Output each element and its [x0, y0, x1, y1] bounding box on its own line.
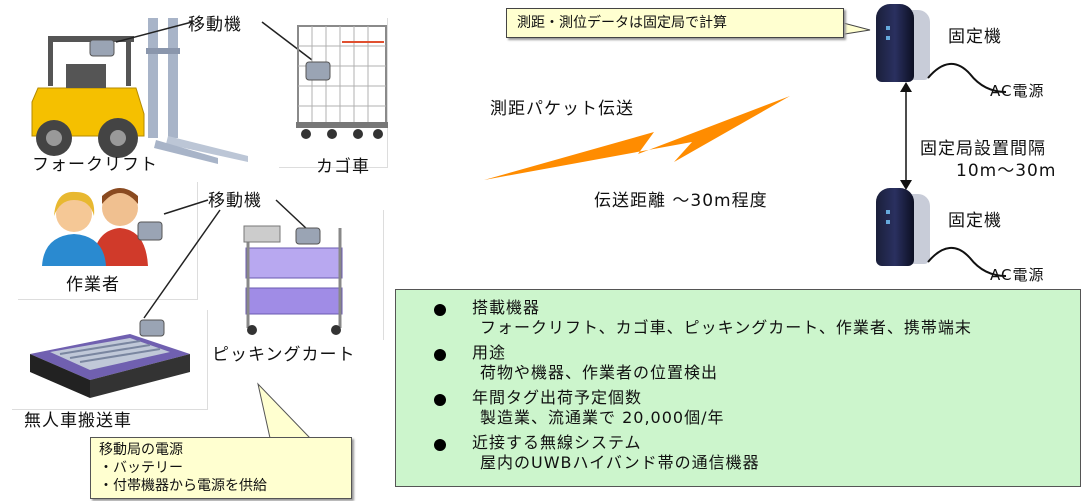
- picking-cart-frame: [226, 210, 384, 340]
- ranging-packet-label: 測距パケット伝送: [490, 99, 634, 119]
- info-item: 年間タグ出荷予定個数 製造業、流通業で 20,000個/年: [420, 388, 1080, 428]
- info-item: 近接する無線システム 屋内のUWBハイバンド帯の通信機器: [420, 433, 1080, 473]
- agv-label: 無人車搬送車: [24, 411, 132, 431]
- info-item-body: 製造業、流通業で 20,000個/年: [480, 408, 725, 427]
- bullet-icon: [434, 439, 446, 451]
- fixed-station-2: [866, 188, 930, 266]
- info-item-body: 屋内のUWBハイバンド帯の通信機器: [480, 453, 760, 472]
- info-item-head: 搭載機器: [472, 298, 541, 317]
- forklift-image: [31, 18, 248, 164]
- pointer-line-cart: [261, 21, 313, 61]
- distance-label: 伝送距離 〜30m程度: [594, 191, 768, 211]
- ac-cable-1: [927, 63, 1007, 93]
- power-note-line1: ・バッテリー: [99, 460, 183, 476]
- top-callout: 測距・測位データは固定局で計算: [506, 8, 844, 38]
- fixed-station-2-label: 固定機: [948, 211, 1002, 231]
- mobile-unit-label-top: 移動機: [188, 15, 242, 35]
- ac-power-2-label: AC電源: [990, 266, 1045, 284]
- info-item-head: 年間タグ出荷予定個数: [472, 388, 643, 407]
- info-item: 搭載機器 フォークリフト、カゴ車、ピッキングカート、作業者、携帯端末: [420, 298, 1080, 338]
- spacing-arrow: [900, 82, 912, 190]
- spacing-label-line2: 10m〜30m: [956, 161, 1057, 181]
- forklift-label: フォークリフト: [32, 155, 158, 175]
- cart-frame: [279, 18, 388, 168]
- fixed-station-1: [866, 4, 930, 82]
- info-item: 用途 荷物や機器、作業者の位置検出: [420, 343, 1080, 383]
- pointer-line-forklift: [115, 21, 193, 43]
- pointer-lines-mid: [143, 199, 309, 319]
- ac-cable-2: [927, 247, 1007, 277]
- info-item-head: 用途: [472, 343, 507, 362]
- mobile-unit-label-mid: 移動機: [208, 191, 262, 211]
- worker-label: 作業者: [66, 275, 120, 295]
- cart-image: [296, 25, 388, 139]
- lightning-bolt: [484, 96, 790, 180]
- power-note: 移動局の電源 ・バッテリー ・付帯機器から電源を供給: [90, 437, 352, 499]
- bullet-icon: [434, 304, 446, 316]
- agv-image: [30, 319, 190, 398]
- fixed-station-1-label: 固定機: [948, 27, 1002, 47]
- agv-frame: [12, 310, 208, 410]
- ac-power-1-label: AC電源: [990, 82, 1045, 100]
- info-item-body: 荷物や機器、作業者の位置検出: [480, 363, 719, 382]
- power-note-line2: ・付帯機器から電源を供給: [99, 478, 267, 494]
- power-note-title: 移動局の電源: [99, 442, 183, 458]
- info-item-body: フォークリフト、カゴ車、ピッキングカート、作業者、携帯端末: [480, 318, 972, 337]
- picking-cart-image: [243, 225, 343, 335]
- info-box: 搭載機器 フォークリフト、カゴ車、ピッキングカート、作業者、携帯端末 用途 荷物…: [395, 289, 1081, 487]
- picking-cart-label: ピッキングカート: [212, 345, 356, 365]
- cart-label: カゴ車: [316, 157, 370, 177]
- bullet-icon: [434, 349, 446, 361]
- spacing-label-line1: 固定局設置間隔: [920, 139, 1046, 159]
- bullet-icon: [434, 394, 446, 406]
- info-item-head: 近接する無線システム: [472, 433, 642, 452]
- worker-image: [42, 188, 163, 266]
